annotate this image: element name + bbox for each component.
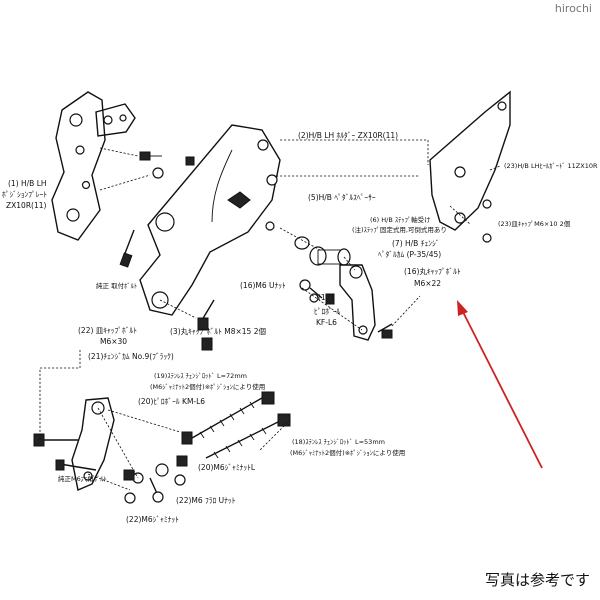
label-hex-bolt: 純正M6六角ﾎﾞﾙﾄ (58, 474, 107, 483)
label-heel-guard: (23)H/B LHﾋｰﾙｶﾞｰﾄﾞ 11ZX10R (504, 162, 598, 170)
hex-bolt-part (33, 433, 97, 471)
watermark-text: hirochi (554, 2, 592, 15)
label-rod-53-1: (18)ｽﾃﾝﾚｽ ﾁｪﾝｼﾞﾛｯﾄﾞ L=53mm (292, 438, 385, 446)
pillow-ball-part (299, 279, 335, 305)
label-pillow-ball-2: ﾋﾟﾛﾎﾞｰﾙ (314, 307, 340, 316)
holder-part (139, 124, 281, 316)
label-u-nut: (16)M6 Uﾅｯﾄ (240, 281, 286, 290)
reference-note: 写真は参考です (484, 571, 590, 589)
heel-guard-part (429, 90, 511, 231)
pillow-ball-km-part (123, 455, 188, 504)
label-cap-bolt-1: (16)丸ｷｬｯﾌﾟﾎﾞﾙﾄ (404, 266, 461, 276)
label-rod-72-2: (M6ｼﾞｬﾐﾅｯﾄ2個付)※ﾎﾟｼﾞｼｮﾝにより使用 (150, 382, 265, 391)
label-countersunk-bolt-2: M6×30 (100, 337, 127, 346)
label-pillow-ball-km: (20)ﾋﾟﾛﾎﾞｰﾙ KM-L6 (138, 397, 205, 406)
position-plate-rear (95, 103, 136, 137)
pedal-cam-part (339, 264, 376, 341)
bolt-m8-parts (119, 229, 215, 351)
label-step-bearing-1: (6) H/B ｽﾃｯﾌﾟ軸受け (370, 215, 431, 224)
label-position-plate-2: ﾎﾟｼﾞｼｮﾝﾌﾟﾚｰﾄ (2, 190, 47, 199)
label-change-cam: (21)ﾁｪﾝｼﾞｶﾑ No.9(ﾌﾞﾗｯｸ) (88, 352, 174, 361)
bolt-group-upper (139, 151, 195, 179)
position-plate-part (51, 91, 106, 241)
label-position-plate-1: (1) H/B LH (8, 179, 47, 188)
cap-bolt-part (377, 323, 393, 339)
heel-guard-bolts (482, 199, 492, 243)
label-bolt-m8: (3)丸ｷｬｯﾌﾟﾎﾞﾙﾄ M8×15 2個 (170, 326, 266, 336)
step-bearing-part (309, 246, 351, 266)
label-genuine-bolt: 純正 取付ﾎﾞﾙﾄ (96, 281, 137, 290)
label-countersunk-bolt-1: (22) 皿ｷｬｯﾌﾟﾎﾞﾙﾄ (78, 326, 137, 335)
label-holder: (2)H/B LH ﾎﾙﾀﾞｰ ZX10R(11) (298, 131, 398, 140)
pointer-arrow (457, 300, 543, 469)
label-flange-nut: (22)M6 ﾌﾗﾛ Uﾅｯﾄ (176, 496, 236, 505)
label-cap-bolt-2: M6×22 (414, 279, 441, 288)
label-rod-72-1: (19)ｽﾃﾝﾚｽ ﾁｪﾝｼﾞﾛｯﾄﾞ L=72mm (154, 372, 247, 380)
pedal-spacer-part (294, 236, 310, 250)
label-step-bearing-2: (注)ｽﾃｯﾌﾟ固定式用,可倒式用あり (352, 225, 447, 234)
label-pedal-cam-1: (7) H/B ﾁｪﾝｼﾞ (392, 239, 439, 248)
label-position-plate-3: ZX10R(11) (6, 201, 47, 210)
label-jam-nut-l: (20)M6ｼﾞｬﾐﾅｯﾄL (198, 463, 256, 472)
label-pillow-ball-1: (17) (318, 293, 333, 302)
label-pedal-spacer: (5)H/B ﾍﾟﾀﾞﾙｽﾍﾟｰｻｰ (308, 193, 376, 202)
label-pedal-cam-2: ﾍﾟﾀﾞﾙｶﾑ (P-35/45) (378, 250, 441, 259)
label-jam-nut: (22)M6ｼﾞｬﾐﾅｯﾄ (126, 515, 179, 524)
label-heel-guard-bolt: (23)皿ｷｬｯﾌﾟM6×10 2個 (498, 219, 571, 228)
leader-lines (39, 139, 501, 491)
label-rod-53-2: (M6ｼﾞｬﾐﾅｯﾄ2個付)※ﾎﾟｼﾞｼｮﾝにより使用 (290, 448, 405, 457)
label-pillow-ball-3: KF-L6 (316, 318, 337, 327)
